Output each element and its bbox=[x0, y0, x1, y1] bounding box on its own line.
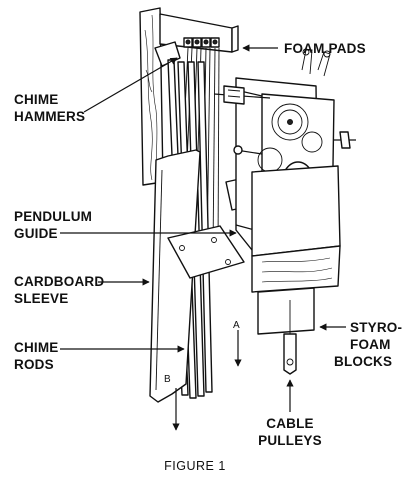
styrofoam-blocks-label-line3: BLOCKS bbox=[334, 354, 392, 369]
label-styrofoam-blocks: STYRO- FOAM BLOCKS bbox=[319, 320, 402, 369]
cable-pulleys-label-line1: CABLE bbox=[266, 416, 314, 431]
styrofoam-blocks-label-line1: STYRO- bbox=[350, 320, 402, 335]
cardboard-sleeve bbox=[149, 149, 201, 403]
foam-pads-label: FOAM PADS bbox=[284, 41, 366, 56]
chime-rods-label-line2: RODS bbox=[14, 357, 54, 372]
pendulum-guide-label-line2: GUIDE bbox=[14, 226, 58, 241]
cable-pulleys-label-line2: PULLEYS bbox=[258, 433, 322, 448]
top-hooks bbox=[301, 48, 331, 77]
figure-caption: FIGURE 1 bbox=[164, 459, 226, 473]
pendulum-guide-label-line1: PENDULUM bbox=[14, 209, 92, 224]
label-chime-hammers: CHIME HAMMERS bbox=[14, 57, 178, 124]
chime-hammers-label-line2: HAMMERS bbox=[14, 109, 85, 124]
label-cable-pulleys: CABLE PULLEYS bbox=[258, 379, 322, 448]
marker-arrow-b: B bbox=[164, 374, 180, 431]
marker-b-label: B bbox=[164, 374, 171, 385]
styrofoam-block bbox=[257, 287, 315, 335]
chime-rods-label-line1: CHIME bbox=[14, 340, 59, 355]
label-cardboard-sleeve: CARDBOARD SLEEVE bbox=[14, 274, 150, 306]
styrofoam-blocks-label-line2: FOAM bbox=[350, 337, 391, 352]
label-foam-pads: FOAM PADS bbox=[242, 41, 366, 56]
label-chime-rods: CHIME RODS bbox=[14, 340, 185, 372]
cable-pulley bbox=[283, 300, 297, 375]
cardboard-sleeve-label-line2: SLEEVE bbox=[14, 291, 68, 306]
chime-hammers-label-line1: CHIME bbox=[14, 92, 59, 107]
marker-arrow-a: A bbox=[233, 320, 242, 367]
movement-seat-block bbox=[251, 165, 341, 293]
cardboard-sleeve-label-line1: CARDBOARD bbox=[14, 274, 104, 289]
foam-pads bbox=[183, 37, 220, 48]
marker-a-label: A bbox=[233, 320, 240, 331]
label-pendulum-guide: PENDULUM GUIDE bbox=[14, 209, 237, 241]
